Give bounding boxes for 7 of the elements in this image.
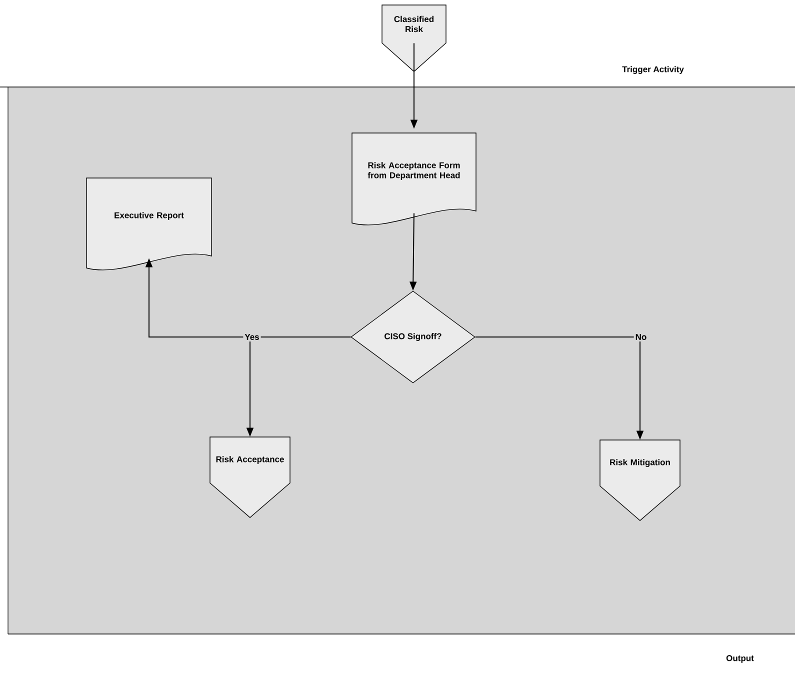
lane-label: Output xyxy=(726,655,754,663)
off-page-connector: Classified Risk xyxy=(382,4,446,72)
lane-label: Trigger Activity xyxy=(622,66,684,74)
off-page-connector: Risk Mitigation xyxy=(600,440,680,521)
off-page-connector: Risk Acceptance xyxy=(210,436,290,518)
edge-label: Yes xyxy=(243,332,261,342)
edge-label: No xyxy=(634,332,648,342)
